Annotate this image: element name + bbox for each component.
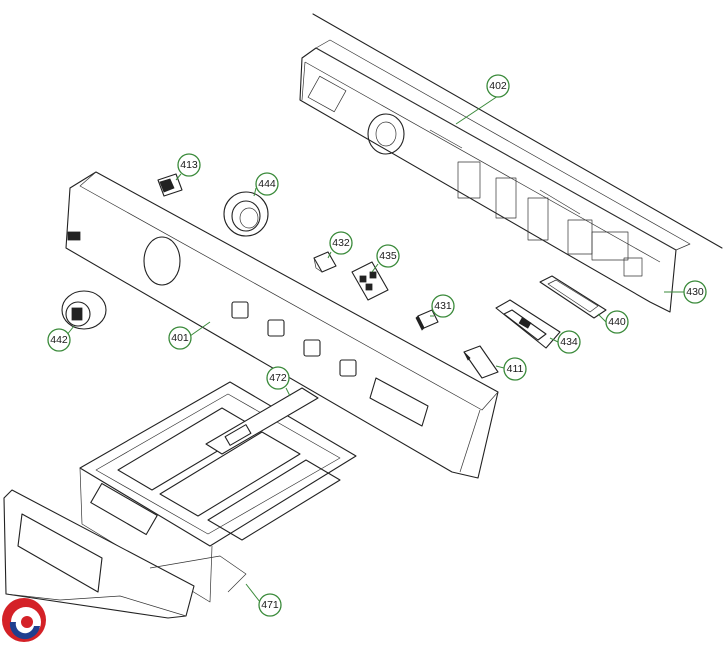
part-435-socket <box>351 261 389 301</box>
part-471-drawer-front <box>3 489 247 619</box>
callout-434: 434 <box>557 330 581 354</box>
callout-label-471: 471 <box>261 599 279 611</box>
board-rail-line <box>312 13 723 249</box>
control-board-assembly <box>299 13 723 313</box>
callout-472: 472 <box>266 366 290 390</box>
part-442-knob <box>61 290 107 330</box>
callout-label-402: 402 <box>489 80 507 92</box>
callout-442: 442 <box>47 328 71 352</box>
callout-label-430: 430 <box>686 286 704 298</box>
callout-label-472: 472 <box>269 372 287 384</box>
part-431-button <box>415 309 439 331</box>
callout-402: 402 <box>486 74 510 98</box>
part-413-clip <box>157 173 183 197</box>
part-411-keycap <box>463 345 499 379</box>
part-440-frame <box>539 275 607 319</box>
callout-431: 431 <box>431 294 455 318</box>
callout-435: 435 <box>376 244 400 268</box>
callout-401: 401 <box>168 326 192 350</box>
part-434-bezel <box>495 299 561 349</box>
callout-label-442: 442 <box>50 334 68 346</box>
callout-label-413: 413 <box>180 159 198 171</box>
callout-413: 413 <box>177 153 201 177</box>
callout-label-401: 401 <box>171 332 189 344</box>
part-432-button <box>313 251 337 273</box>
callout-471: 471 <box>258 593 282 617</box>
part-472-dispenser-drawer <box>79 381 357 603</box>
callout-444: 444 <box>255 172 279 196</box>
control-panel-fascia <box>65 171 499 479</box>
callout-label-440: 440 <box>608 316 626 328</box>
callout-label-444: 444 <box>258 178 276 190</box>
callout-430: 430 <box>683 280 707 304</box>
callout-432: 432 <box>329 231 353 255</box>
part-444-ring <box>223 191 269 237</box>
callout-440: 440 <box>605 310 629 334</box>
callout-411: 411 <box>503 357 527 381</box>
callout-label-435: 435 <box>379 250 397 262</box>
callout-label-432: 432 <box>332 237 350 249</box>
callout-label-431: 431 <box>434 300 452 312</box>
brand-logo-icon <box>2 598 46 642</box>
callout-label-411: 411 <box>507 363 524 375</box>
callout-label-434: 434 <box>560 336 578 348</box>
